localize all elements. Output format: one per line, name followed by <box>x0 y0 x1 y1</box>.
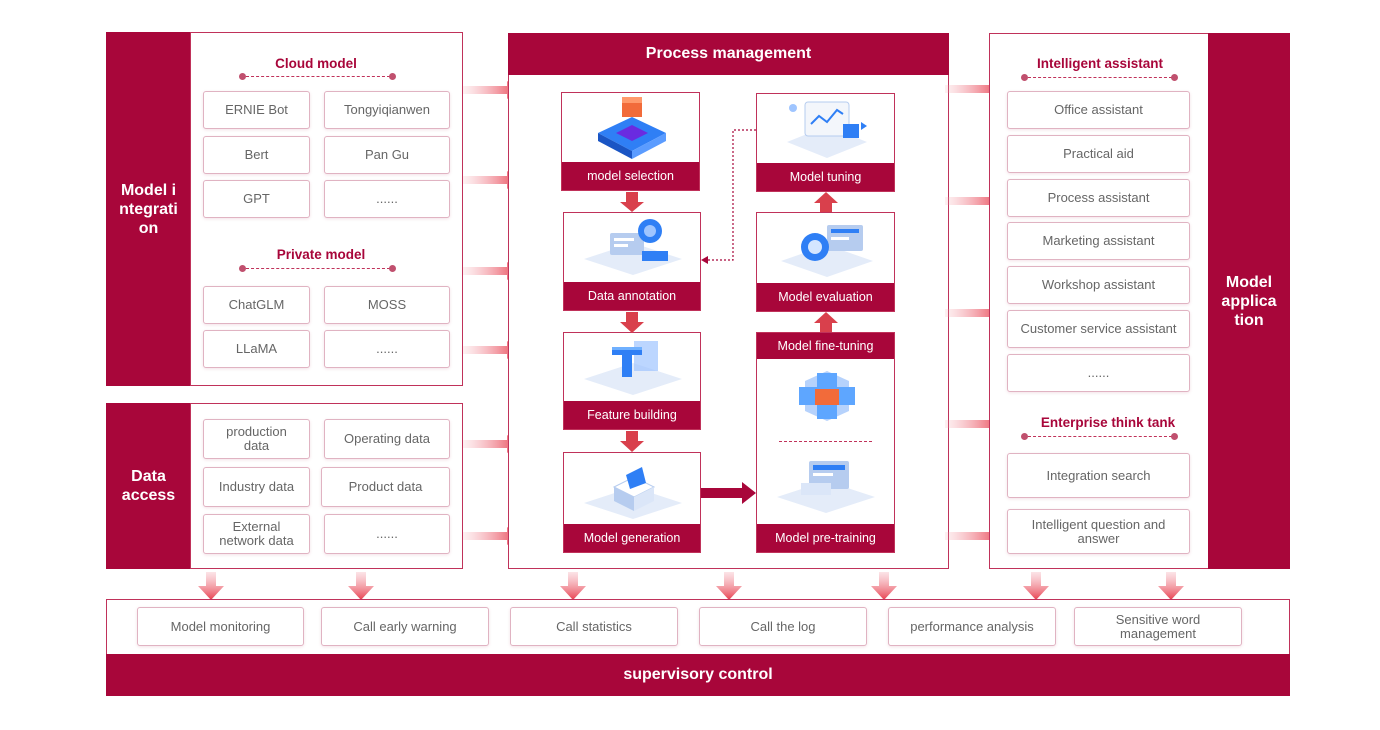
section-divider <box>1028 77 1172 78</box>
cloud-model-item[interactable]: ...... <box>324 180 450 218</box>
cloud-model-item[interactable]: Pan Gu <box>324 136 450 174</box>
assistant-item[interactable]: Workshop assistant <box>1007 266 1190 304</box>
down-flow-arrow-icon <box>1158 572 1184 600</box>
private-model-item[interactable]: ...... <box>324 330 450 368</box>
section-dot <box>389 265 396 272</box>
section-dot <box>239 73 246 80</box>
down-flow-arrow-icon <box>560 572 586 600</box>
supervisory-control-label: supervisory control <box>623 666 773 683</box>
data-source-item[interactable]: Operating data <box>324 419 450 459</box>
cloud-model-item[interactable]: ERNIE Bot <box>203 91 310 129</box>
data-annotation-caption: Data annotation <box>564 282 700 310</box>
private-model-title: Private model <box>276 247 366 262</box>
section-dot <box>1021 74 1028 81</box>
data-source-item[interactable]: Industry data <box>203 467 310 507</box>
model-generation-icon <box>584 467 682 519</box>
cloud-model-item[interactable]: Tongyiqianwen <box>324 91 450 129</box>
assistant-item[interactable]: Process assistant <box>1007 179 1190 217</box>
down-flow-arrow-icon <box>716 572 742 600</box>
data-access-sidebar: Data access <box>106 403 191 569</box>
model-application-sidebar: Model application <box>1208 33 1290 569</box>
supervision-item[interactable]: Model monitoring <box>137 607 304 646</box>
cloud-model-item[interactable]: Bert <box>203 136 310 174</box>
cloud-model-item[interactable]: GPT <box>203 180 310 218</box>
model-tuning-caption: Model tuning <box>757 163 894 191</box>
model-selection-caption: model selection <box>562 162 699 190</box>
private-model-item[interactable]: MOSS <box>324 286 450 324</box>
step-model-selection[interactable]: model selection <box>561 92 700 191</box>
down-flow-arrow-icon <box>1023 572 1049 600</box>
step-data-annotation[interactable]: Data annotation <box>563 212 701 311</box>
supervisory-control-footer: supervisory control <box>106 654 1290 696</box>
data-source-item[interactable]: External network data <box>203 514 310 554</box>
process-management-header: Process management <box>508 33 949 75</box>
model-evaluation-caption: Model evaluation <box>757 283 894 311</box>
down-flow-arrow-icon <box>871 572 897 600</box>
model-application-label: Model application <box>1221 273 1277 329</box>
intelligent-assistant-title: Intelligent assistant <box>1036 56 1164 71</box>
section-divider <box>1028 436 1172 437</box>
supervision-item[interactable]: Sensitive word management <box>1074 607 1242 646</box>
model-integration-sidebar: Model integration <box>106 32 191 386</box>
enterprise-think-tank-title: Enterprise think tank <box>1040 415 1176 430</box>
model-fine-tuning-icon <box>799 371 855 421</box>
think-tank-item[interactable]: Integration search <box>1007 453 1190 498</box>
section-dot <box>1171 74 1178 81</box>
section-dot <box>389 73 396 80</box>
down-flow-arrow-icon <box>198 572 224 600</box>
supervision-item[interactable]: performance analysis <box>888 607 1056 646</box>
assistant-item[interactable]: Office assistant <box>1007 91 1190 129</box>
section-divider <box>246 76 390 77</box>
section-dot <box>1021 433 1028 440</box>
model-pre-training-icon <box>777 461 875 513</box>
data-source-item[interactable]: production data <box>203 419 310 459</box>
assistant-item[interactable]: Customer service assistant <box>1007 310 1190 348</box>
down-flow-arrow-icon <box>348 572 374 600</box>
model-pre-training-caption: Model pre-training <box>757 524 894 552</box>
feature-building-icon <box>584 341 682 395</box>
data-source-item[interactable]: ...... <box>324 514 450 554</box>
feature-building-caption: Feature building <box>564 401 700 429</box>
supervision-item[interactable]: Call statistics <box>510 607 678 646</box>
model-tuning-icon <box>787 101 867 158</box>
assistant-item[interactable]: ...... <box>1007 354 1190 392</box>
supervision-item[interactable]: Call the log <box>699 607 867 646</box>
step-feature-building[interactable]: Feature building <box>563 332 701 430</box>
data-annotation-icon <box>584 219 682 275</box>
section-divider <box>246 268 390 269</box>
model-generation-caption: Model generation <box>564 524 700 552</box>
supervision-item[interactable]: Call early warning <box>321 607 489 646</box>
step-model-tuning[interactable]: Model tuning <box>756 93 895 192</box>
data-access-label: Data access <box>121 468 176 504</box>
private-model-item[interactable]: LLaMA <box>203 330 310 368</box>
think-tank-item[interactable]: Intelligent question and answer <box>1007 509 1190 554</box>
step-model-fine-tuning-pre-training[interactable]: Model fine-tuning Model pre-training <box>756 332 895 553</box>
cloud-model-title: Cloud model <box>275 56 357 71</box>
private-model-item[interactable]: ChatGLM <box>203 286 310 324</box>
section-dot <box>1171 433 1178 440</box>
process-management-title: Process management <box>645 45 812 62</box>
data-source-item[interactable]: Product data <box>321 467 450 507</box>
step-model-evaluation[interactable]: Model evaluation <box>756 212 895 312</box>
model-evaluation-icon <box>781 225 873 277</box>
tall-card-divider <box>779 441 872 442</box>
model-fine-tuning-caption: Model fine-tuning <box>757 333 894 359</box>
step-model-generation[interactable]: Model generation <box>563 452 701 553</box>
assistant-item[interactable]: Practical aid <box>1007 135 1190 173</box>
model-selection-icon <box>598 97 666 159</box>
model-integration-label: Model integration <box>119 181 178 237</box>
assistant-item[interactable]: Marketing assistant <box>1007 222 1190 260</box>
section-dot <box>239 265 246 272</box>
